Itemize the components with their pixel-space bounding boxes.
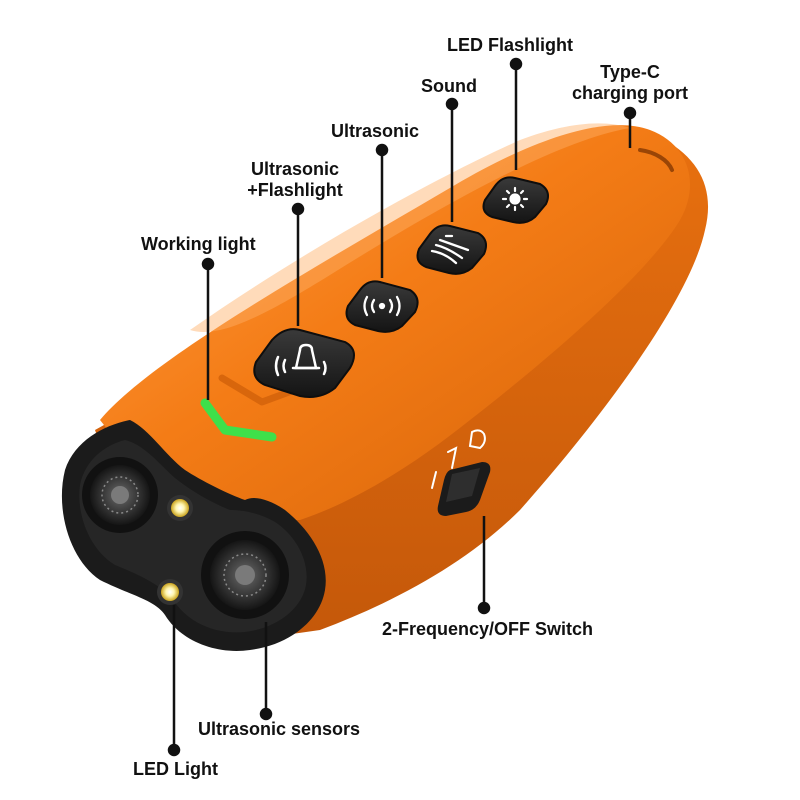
sun-icon bbox=[501, 186, 529, 212]
label-ultrasonic-flashlight: Ultrasonic +Flashlight bbox=[235, 159, 355, 201]
ultrasonic-sensor-right bbox=[201, 531, 289, 619]
led-light-top bbox=[167, 495, 193, 521]
label-frequency-switch: 2-Frequency/OFF Switch bbox=[382, 619, 594, 639]
ultrasonic-waves-icon bbox=[363, 295, 401, 317]
label-type-c-line2: charging port bbox=[572, 83, 688, 103]
label-type-c-charging-port: Type-C charging port bbox=[560, 62, 700, 104]
device-highlight bbox=[190, 123, 630, 333]
bell-waves-icon bbox=[274, 343, 327, 377]
ultrasonic-flashlight-button[interactable] bbox=[253, 328, 355, 398]
type-c-port bbox=[638, 148, 674, 172]
label-ultrasonic: Ultrasonic bbox=[331, 121, 420, 141]
ultrasonic-sensor-left bbox=[82, 457, 158, 533]
working-light-indicator bbox=[200, 398, 277, 442]
label-working-light: Working light bbox=[141, 234, 256, 254]
switch-position-marks-icon bbox=[431, 429, 486, 489]
led-flashlight-button[interactable] bbox=[482, 176, 549, 224]
label-ultrasonic-sensors: Ultrasonic sensors bbox=[198, 719, 361, 739]
label-type-c-line1: Type-C bbox=[600, 62, 660, 82]
label-ultrasonic-flashlight-line2: +Flashlight bbox=[247, 180, 343, 200]
led-light-bottom bbox=[157, 579, 183, 605]
label-led-flashlight: LED Flashlight bbox=[447, 35, 573, 55]
speaker-cone-icon bbox=[430, 234, 470, 265]
frequency-switch[interactable] bbox=[437, 462, 491, 516]
label-sound: Sound bbox=[421, 76, 477, 96]
sound-button[interactable] bbox=[416, 224, 487, 275]
leader-lines bbox=[167, 57, 637, 757]
label-ultrasonic-flashlight-line1: Ultrasonic bbox=[250, 159, 340, 179]
label-led-light: LED Light bbox=[133, 759, 218, 779]
ultrasonic-button[interactable] bbox=[345, 280, 419, 333]
